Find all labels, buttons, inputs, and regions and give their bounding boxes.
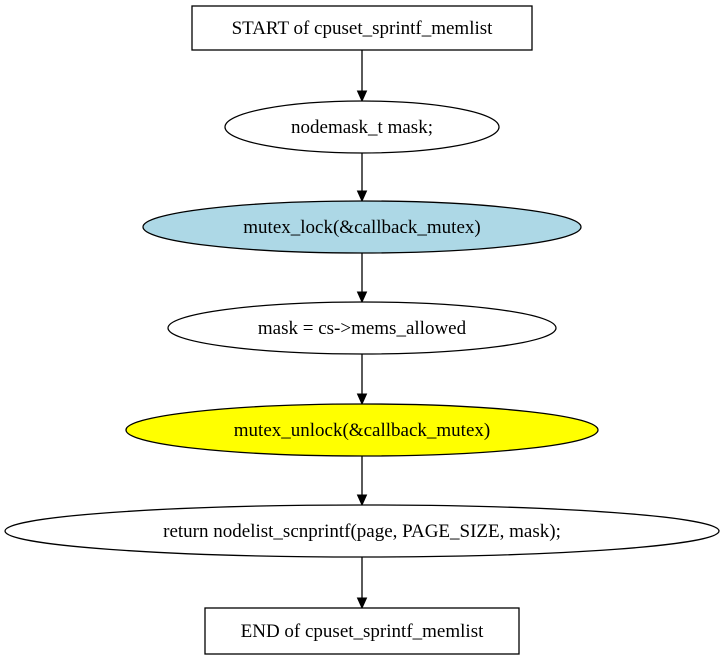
arrowhead-icon — [356, 597, 368, 610]
node-label-assign: mask = cs->mems_allowed — [258, 318, 467, 339]
node-label-decl: nodemask_t mask; — [291, 117, 433, 138]
node-start: START of cpuset_sprintf_memlist — [191, 5, 533, 51]
arrowhead-icon — [356, 291, 368, 304]
node-label-lock: mutex_lock(&callback_mutex) — [243, 217, 480, 238]
node-label-ret: return nodelist_scnprintf(page, PAGE_SIZ… — [163, 521, 561, 542]
node-unlock: mutex_unlock(&callback_mutex) — [125, 403, 599, 457]
node-ellipse-ret — [4, 504, 720, 558]
node-ellipse-assign — [167, 301, 557, 355]
edge-start-to-decl — [356, 50, 368, 103]
nodes-layer: START of cpuset_sprintf_memlist nodemask_… — [4, 5, 720, 655]
edge-ret-to-end — [356, 557, 368, 610]
edge-assign-to-unlock — [356, 354, 368, 406]
node-ret: return nodelist_scnprintf(page, PAGE_SIZ… — [4, 504, 720, 558]
arrowhead-icon — [356, 90, 368, 103]
arrowhead-icon — [356, 494, 368, 507]
node-ellipse-lock — [142, 200, 582, 254]
node-lock: mutex_lock(&callback_mutex) — [142, 200, 582, 254]
node-label-end: END of cpuset_sprintf_memlist — [241, 621, 484, 642]
arrowhead-icon — [356, 393, 368, 406]
node-ellipse-unlock — [125, 403, 599, 457]
edges-layer — [356, 50, 368, 610]
edge-unlock-to-ret — [356, 456, 368, 507]
arrowhead-icon — [356, 190, 368, 203]
edge-decl-to-lock — [356, 153, 368, 203]
node-label-start: START of cpuset_sprintf_memlist — [232, 18, 494, 39]
node-label-unlock: mutex_unlock(&callback_mutex) — [234, 420, 490, 441]
node-ellipse-decl — [224, 100, 500, 154]
node-decl: nodemask_t mask; — [224, 100, 500, 154]
node-end: END of cpuset_sprintf_memlist — [204, 607, 520, 655]
node-assign: mask = cs->mems_allowed — [167, 301, 557, 355]
edge-lock-to-assign — [356, 253, 368, 304]
node-box-start — [191, 5, 533, 51]
node-box-end — [204, 607, 520, 655]
